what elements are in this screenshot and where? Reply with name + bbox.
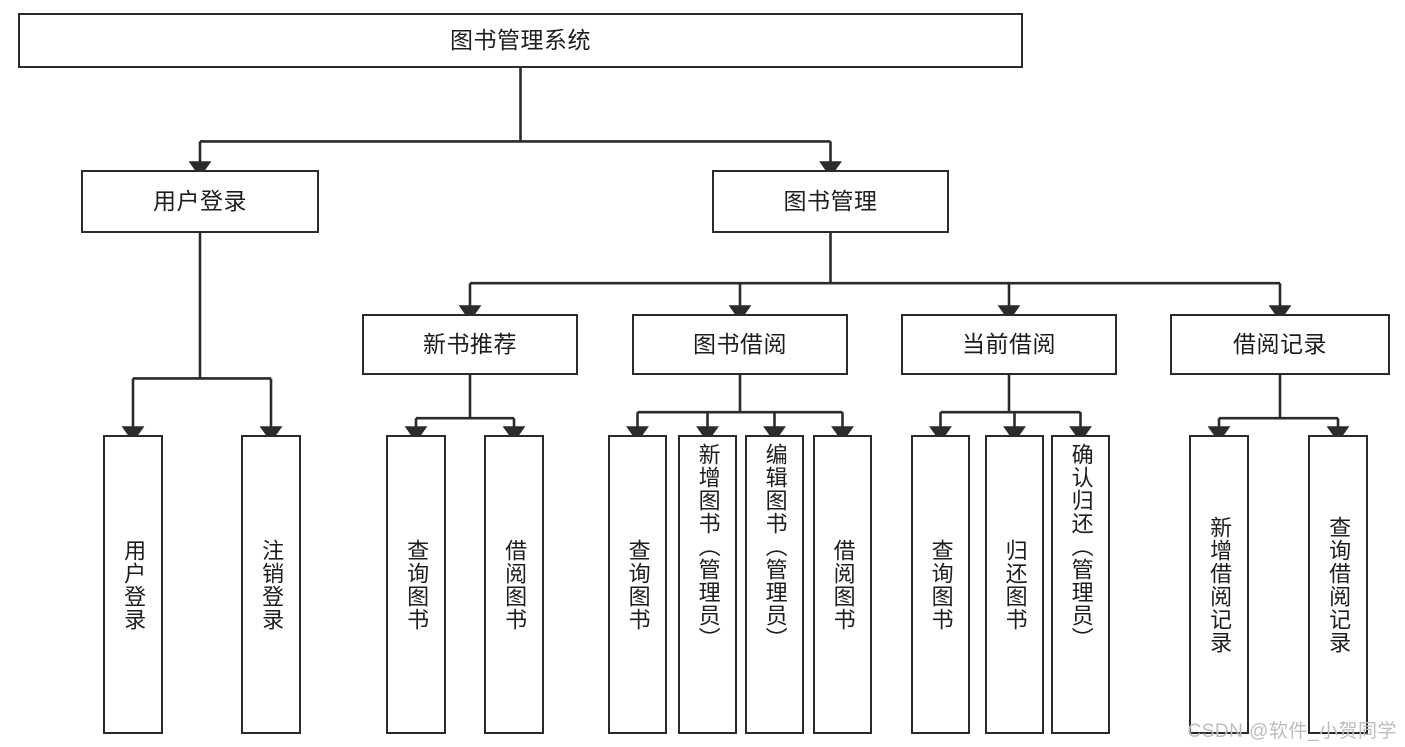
node-book-manage[interactable]: 图书管理: [712, 170, 949, 233]
node-label: 查询借阅记录: [1326, 515, 1352, 654]
node-label: 注销登录: [259, 538, 285, 631]
node-borrow-record[interactable]: 借阅记录: [1170, 314, 1390, 375]
node-book-borrow[interactable]: 图书借阅: [632, 314, 848, 375]
node-current-borrow[interactable]: 当前借阅: [901, 314, 1117, 375]
node-label: 用户登录: [153, 187, 247, 214]
node-leaf-query-book-recommend[interactable]: 查询图书: [386, 435, 446, 734]
node-leaf-add-book[interactable]: 新增图书（管理员）: [678, 435, 737, 734]
node-leaf-confirm-return[interactable]: 确认归还（管理员）: [1051, 435, 1110, 734]
node-user-login[interactable]: 用户登录: [81, 170, 319, 233]
node-leaf-user-logout[interactable]: 注销登录: [241, 435, 301, 734]
node-label: 用户登录: [121, 538, 147, 631]
node-label: 图书借阅: [693, 330, 787, 357]
node-leaf-query-borrow-record[interactable]: 查询借阅记录: [1308, 435, 1368, 734]
node-label: 确认归还（管理员）: [1068, 443, 1094, 650]
node-label: 图书管理: [783, 187, 878, 214]
node-label: 查询图书: [404, 538, 430, 631]
node-leaf-borrow-book-recommend[interactable]: 借阅图书: [484, 435, 544, 734]
node-leaf-user-login[interactable]: 用户登录: [103, 435, 163, 734]
node-label: 查询图书: [625, 538, 651, 631]
node-label: 编辑图书（管理员）: [762, 443, 788, 650]
node-root-system[interactable]: 图书管理系统: [18, 13, 1023, 68]
node-label: 新增图书（管理员）: [695, 443, 721, 650]
node-leaf-edit-book[interactable]: 编辑图书（管理员）: [745, 435, 804, 734]
node-label: 新增借阅记录: [1207, 515, 1233, 654]
node-new-book-recommend[interactable]: 新书推荐: [362, 314, 578, 375]
node-label: 借阅图书: [830, 538, 856, 631]
node-leaf-query-book-current[interactable]: 查询图书: [911, 435, 970, 734]
node-label: 图书管理系统: [450, 26, 591, 53]
node-leaf-add-borrow-record[interactable]: 新增借阅记录: [1189, 435, 1249, 734]
node-label: 归还图书: [1002, 538, 1028, 631]
csdn-watermark: CSDN @软件_小贺同学: [1187, 721, 1397, 742]
node-label: 借阅图书: [502, 538, 528, 631]
node-leaf-borrow-book[interactable]: 借阅图书: [813, 435, 872, 734]
node-label: 新书推荐: [423, 330, 517, 357]
node-label: 当前借阅: [962, 330, 1056, 357]
node-label: 查询图书: [928, 538, 954, 631]
node-leaf-query-book-borrow[interactable]: 查询图书: [608, 435, 667, 734]
node-label: 借阅记录: [1233, 330, 1327, 357]
node-leaf-return-book[interactable]: 归还图书: [985, 435, 1044, 734]
